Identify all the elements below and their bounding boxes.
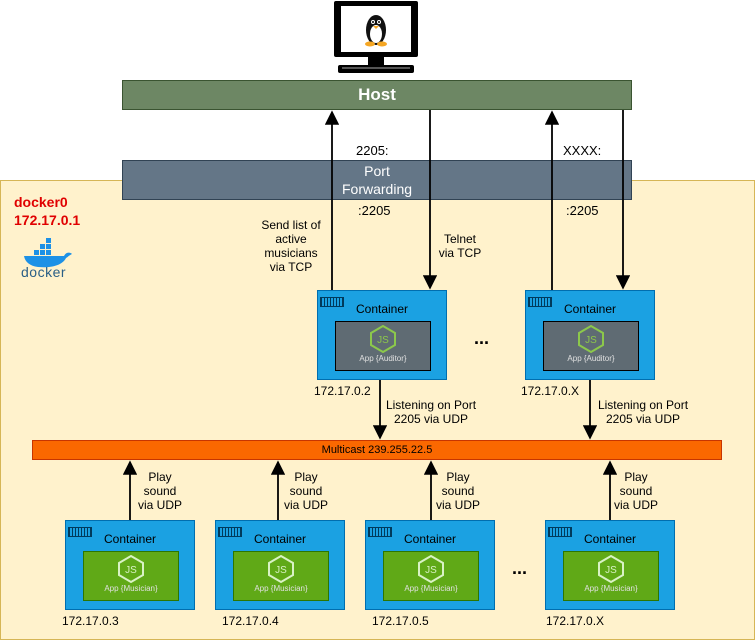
nodejs-icon: JS <box>118 555 144 583</box>
docker-network-ip: 172.17.0.1 <box>14 212 81 228</box>
auditor-ip-1: 172.17.0.2 <box>314 384 371 398</box>
container-label: Container <box>403 532 457 546</box>
container-label: Container <box>253 532 307 546</box>
app-caption: App {Auditor} <box>359 354 407 363</box>
port-forwarding-bar: Port Forwarding <box>122 160 632 200</box>
musician-app: JS App {Musician} <box>233 551 329 601</box>
musician-container-1: Container JS App {Musician} <box>65 520 195 610</box>
musician-container-2: Container JS App {Musician} <box>215 520 345 610</box>
auditor-container-1: Container JS App {Auditor} <box>317 290 447 380</box>
container-label: Container <box>583 532 637 546</box>
docker-logo-text: docker <box>21 264 67 280</box>
svg-text:JS: JS <box>125 565 137 576</box>
docker-whale-icon <box>24 238 72 268</box>
docker-network-title: docker0 172.17.0.1 <box>14 193 80 229</box>
host-bar: Host <box>122 80 632 110</box>
musician-ip-3: 172.17.0.5 <box>372 614 429 628</box>
port-label-left-bottom: :2205 <box>358 203 391 218</box>
container-label: Container <box>355 302 409 316</box>
port-forwarding-label-line2: Forwarding <box>341 181 413 197</box>
auditor-ip-2: 172.17.0.X <box>521 384 580 398</box>
container-grip-icon <box>548 527 572 537</box>
linux-computer-icon <box>332 0 420 76</box>
container-label: Container <box>103 532 157 546</box>
port-label-right-bottom: :2205 <box>566 203 599 218</box>
musician-ip-4: 172.17.0.X <box>546 614 605 628</box>
container-grip-icon <box>68 527 92 537</box>
nodejs-icon: JS <box>268 555 294 583</box>
app-caption: App {Musician} <box>104 584 158 593</box>
app-caption: App {Musician} <box>254 584 308 593</box>
svg-text:JS: JS <box>605 565 617 576</box>
svg-text:JS: JS <box>377 335 389 346</box>
app-caption: App {Auditor} <box>567 354 615 363</box>
svg-text:JS: JS <box>585 335 597 346</box>
auditor-app: JS App {Auditor} <box>543 321 639 371</box>
port-label-right-top: XXXX: <box>563 143 602 158</box>
docker-network-name: docker0 <box>14 194 68 210</box>
container-grip-icon <box>218 527 242 537</box>
port-forwarding-label-line1: Port <box>364 163 390 179</box>
app-caption: App {Musician} <box>404 584 458 593</box>
svg-text:JS: JS <box>275 565 287 576</box>
container-label: Container <box>563 302 617 316</box>
nodejs-icon: JS <box>418 555 444 583</box>
container-grip-icon <box>320 297 344 307</box>
musician-app: JS App {Musician} <box>83 551 179 601</box>
app-caption: App {Musician} <box>584 584 638 593</box>
musician-container-4: Container JS App {Musician} <box>545 520 675 610</box>
multicast-bar: Multicast 239.255.22.5 <box>32 440 722 460</box>
musician-ip-1: 172.17.0.3 <box>62 614 119 628</box>
nodejs-icon: JS <box>370 325 396 353</box>
container-grip-icon <box>528 297 552 307</box>
host-label: Host <box>358 85 396 104</box>
auditor-app: JS App {Auditor} <box>335 321 431 371</box>
multicast-label: Multicast 239.255.22.5 <box>321 444 433 456</box>
auditor-container-2: Container JS App {Auditor} <box>525 290 655 380</box>
ellipsis-musicians: ... <box>512 558 528 578</box>
musician-app: JS App {Musician} <box>383 551 479 601</box>
container-grip-icon <box>368 527 392 537</box>
ellipsis-auditors: ... <box>474 328 490 348</box>
port-label-left-top: 2205: <box>356 143 389 158</box>
musician-ip-2: 172.17.0.4 <box>222 614 279 628</box>
svg-text:JS: JS <box>425 565 437 576</box>
nodejs-icon: JS <box>598 555 624 583</box>
docker-logo: docker <box>20 238 76 284</box>
musician-app: JS App {Musician} <box>563 551 659 601</box>
nodejs-icon: JS <box>578 325 604 353</box>
musician-container-3: Container JS App {Musician} <box>365 520 495 610</box>
